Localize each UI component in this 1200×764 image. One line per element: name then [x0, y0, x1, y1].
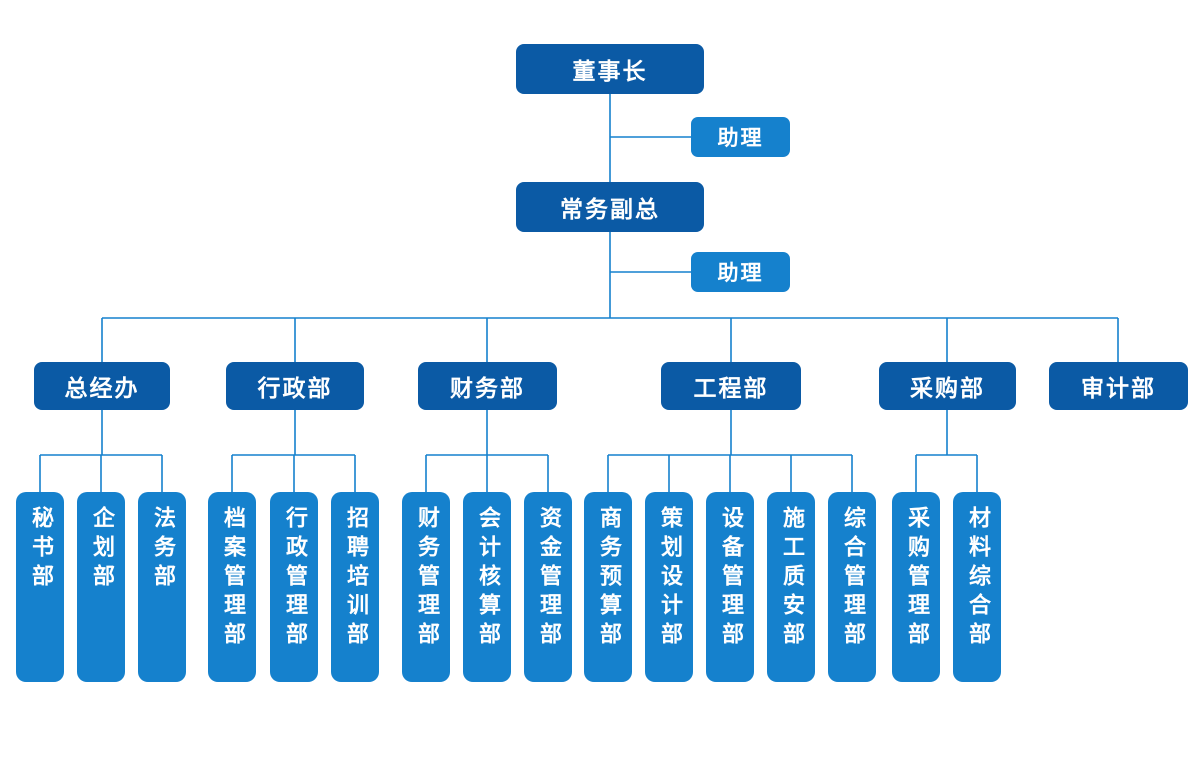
- subnode-business-budget-dept: 商务预算部: [584, 492, 632, 682]
- subnode-recruitment-training-dept: 招聘培训部: [331, 492, 379, 682]
- node-assistant-chairman: 助理: [691, 117, 790, 157]
- subnode-procurement-management-dept: 采购管理部: [892, 492, 940, 682]
- node-dept-finance: 财务部: [418, 362, 557, 410]
- subnode-planning-dept: 企划部: [77, 492, 125, 682]
- node-deputy-general-manager: 常务副总: [516, 182, 704, 232]
- node-dept-audit: 审计部: [1049, 362, 1188, 410]
- subnode-legal-dept: 法务部: [138, 492, 186, 682]
- subnode-financial-management-dept: 财务管理部: [402, 492, 450, 682]
- subnode-archives-management-dept: 档案管理部: [208, 492, 256, 682]
- subnode-construction-quality-safety-dept: 施工质安部: [767, 492, 815, 682]
- subnode-equipment-management-dept: 设备管理部: [706, 492, 754, 682]
- node-assistant-deputy: 助理: [691, 252, 790, 292]
- node-dept-administration: 行政部: [226, 362, 364, 410]
- subnode-planning-design-dept: 策划设计部: [645, 492, 693, 682]
- node-dept-procurement: 采购部: [879, 362, 1016, 410]
- subnode-secretary-dept: 秘书部: [16, 492, 64, 682]
- node-dept-engineering: 工程部: [661, 362, 801, 410]
- subnode-materials-general-dept: 材料综合部: [953, 492, 1001, 682]
- subnode-accounting-dept: 会计核算部: [463, 492, 511, 682]
- subnode-administrative-management-dept: 行政管理部: [270, 492, 318, 682]
- subnode-general-management-dept: 综合管理部: [828, 492, 876, 682]
- node-dept-general-manager-office: 总经办: [34, 362, 170, 410]
- node-chairman: 董事长: [516, 44, 704, 94]
- subnode-funds-management-dept: 资金管理部: [524, 492, 572, 682]
